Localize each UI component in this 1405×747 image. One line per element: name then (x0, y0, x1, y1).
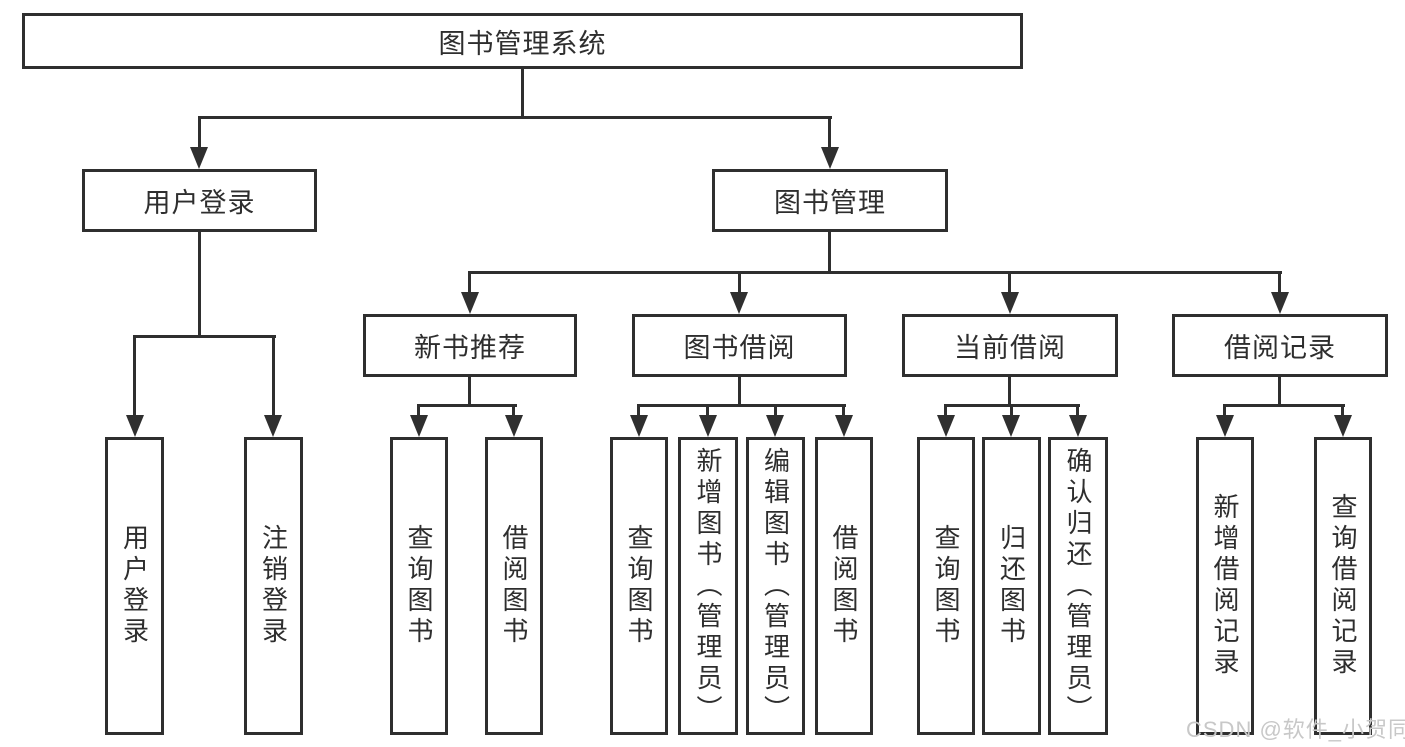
connector (1008, 271, 1011, 294)
connector (944, 404, 947, 416)
arrow-down-icon (730, 292, 748, 314)
arrow-down-icon (1271, 292, 1289, 314)
arrow-down-icon (126, 415, 144, 437)
arrow-down-icon (630, 415, 648, 437)
connector (272, 335, 275, 417)
node-leaf-borrow-books-recommend: 借阅图书 (485, 437, 543, 735)
arrow-down-icon (766, 415, 784, 437)
connector (738, 271, 741, 294)
arrow-down-icon (1334, 415, 1352, 437)
arrow-down-icon (264, 415, 282, 437)
connector (1223, 404, 1226, 416)
connector (198, 116, 201, 149)
connector (828, 232, 831, 273)
arrow-down-icon (835, 415, 853, 437)
connector (198, 232, 201, 337)
connector (468, 271, 471, 294)
arrow-down-icon (190, 147, 208, 169)
connector (468, 377, 471, 407)
node-book-management: 图书管理 (712, 169, 948, 232)
arrow-down-icon (1001, 292, 1019, 314)
arrow-down-icon (410, 415, 428, 437)
node-leaf-confirm-return-admin: 确认归还（管理员） (1048, 437, 1108, 735)
node-leaf-user-login: 用户登录 (105, 437, 164, 735)
node-current-borrowing: 当前借阅 (902, 314, 1118, 377)
node-leaf-borrow-books: 借阅图书 (815, 437, 873, 735)
arrow-down-icon (821, 147, 839, 169)
node-leaf-add-borrow-record: 新增借阅记录 (1196, 437, 1254, 735)
arrow-down-icon (937, 415, 955, 437)
csdn-watermark: CSDN @软件_小贺同学 (1186, 717, 1405, 742)
connector (133, 335, 276, 338)
connector (637, 404, 846, 407)
arrow-down-icon (505, 415, 523, 437)
connector (1223, 404, 1345, 407)
connector (828, 116, 831, 149)
connector (738, 377, 741, 407)
node-user-login: 用户登录 (82, 169, 317, 232)
node-leaf-add-book-admin: 新增图书（管理员） (678, 437, 738, 735)
arrow-down-icon (1002, 415, 1020, 437)
connector (1278, 271, 1281, 294)
arrow-down-icon (1216, 415, 1234, 437)
arrow-down-icon (699, 415, 717, 437)
connector (1010, 404, 1013, 416)
connector (1076, 404, 1079, 416)
connector (521, 69, 524, 118)
connector (417, 404, 420, 416)
connector (417, 404, 517, 407)
node-leaf-query-borrow-record: 查询借阅记录 (1314, 437, 1372, 735)
connector (637, 404, 640, 416)
connector (1278, 377, 1281, 407)
arrow-down-icon (1069, 415, 1087, 437)
connector (1341, 404, 1344, 416)
connector (468, 271, 1282, 274)
node-leaf-query-books-current: 查询图书 (917, 437, 975, 735)
connector (842, 404, 845, 416)
node-leaf-query-books-recommend: 查询图书 (390, 437, 448, 735)
node-leaf-logout: 注销登录 (244, 437, 303, 735)
node-leaf-return-books: 归还图书 (982, 437, 1041, 735)
connector (774, 404, 777, 416)
connector (706, 404, 709, 416)
connector (512, 404, 515, 416)
node-leaf-query-books-borrow: 查询图书 (610, 437, 668, 735)
node-leaf-edit-book-admin: 编辑图书（管理员） (746, 437, 805, 735)
node-root-library-management-system: 图书管理系统 (22, 13, 1023, 69)
connector (133, 335, 136, 417)
node-borrowing-records: 借阅记录 (1172, 314, 1388, 377)
connector (1008, 377, 1011, 407)
node-new-book-recommendation: 新书推荐 (363, 314, 577, 377)
connector (198, 116, 832, 119)
arrow-down-icon (461, 292, 479, 314)
node-book-borrowing: 图书借阅 (632, 314, 847, 377)
